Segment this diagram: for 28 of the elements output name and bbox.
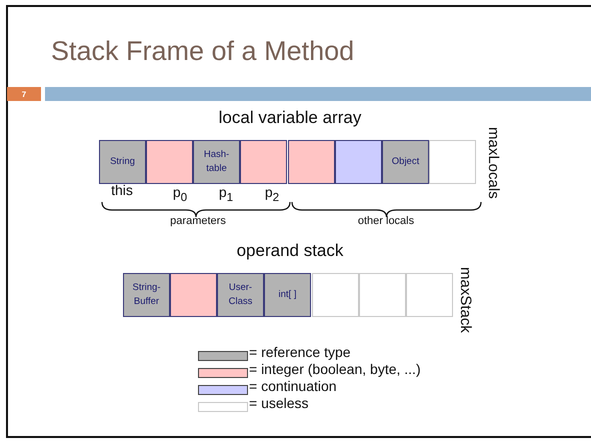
text-label: p$_{0}$ [172,184,188,204]
size-label: maxLocals [485,127,502,199]
type-slot [217,273,264,317]
text-label: this [111,182,133,198]
type-slot [123,273,170,317]
slot-type-label: User- Class [228,280,254,309]
legend-label: = reference type [249,344,351,360]
slide-number: 7 [7,87,41,101]
legend-label: = integer (boolean, byte, ...) [249,361,421,377]
slot-type-label: String [109,154,136,169]
text-label: local variable array [218,108,362,128]
legend-label: = useless [249,395,309,411]
slot-type-label: Hash- table [202,148,230,176]
size-label: maxStack [457,267,474,333]
text-label: other locals [358,215,414,227]
slot-type-label: String- Buffer [132,280,162,309]
text-label: operand stack [236,241,344,261]
legend-label: = continuation [249,378,337,394]
slot-type-label: int[ ] [278,288,298,302]
type-slot [264,273,311,317]
type-slot [382,140,429,184]
text-label: p$_{1}$ [218,184,234,204]
slide-title: Stack Frame of a Method [51,36,354,67]
text-label: p$_{2}$ [264,184,280,204]
text-label: parameters [170,215,226,227]
slot-type-label: Object [390,154,420,169]
type-slot [193,140,240,184]
type-slot [99,140,146,184]
